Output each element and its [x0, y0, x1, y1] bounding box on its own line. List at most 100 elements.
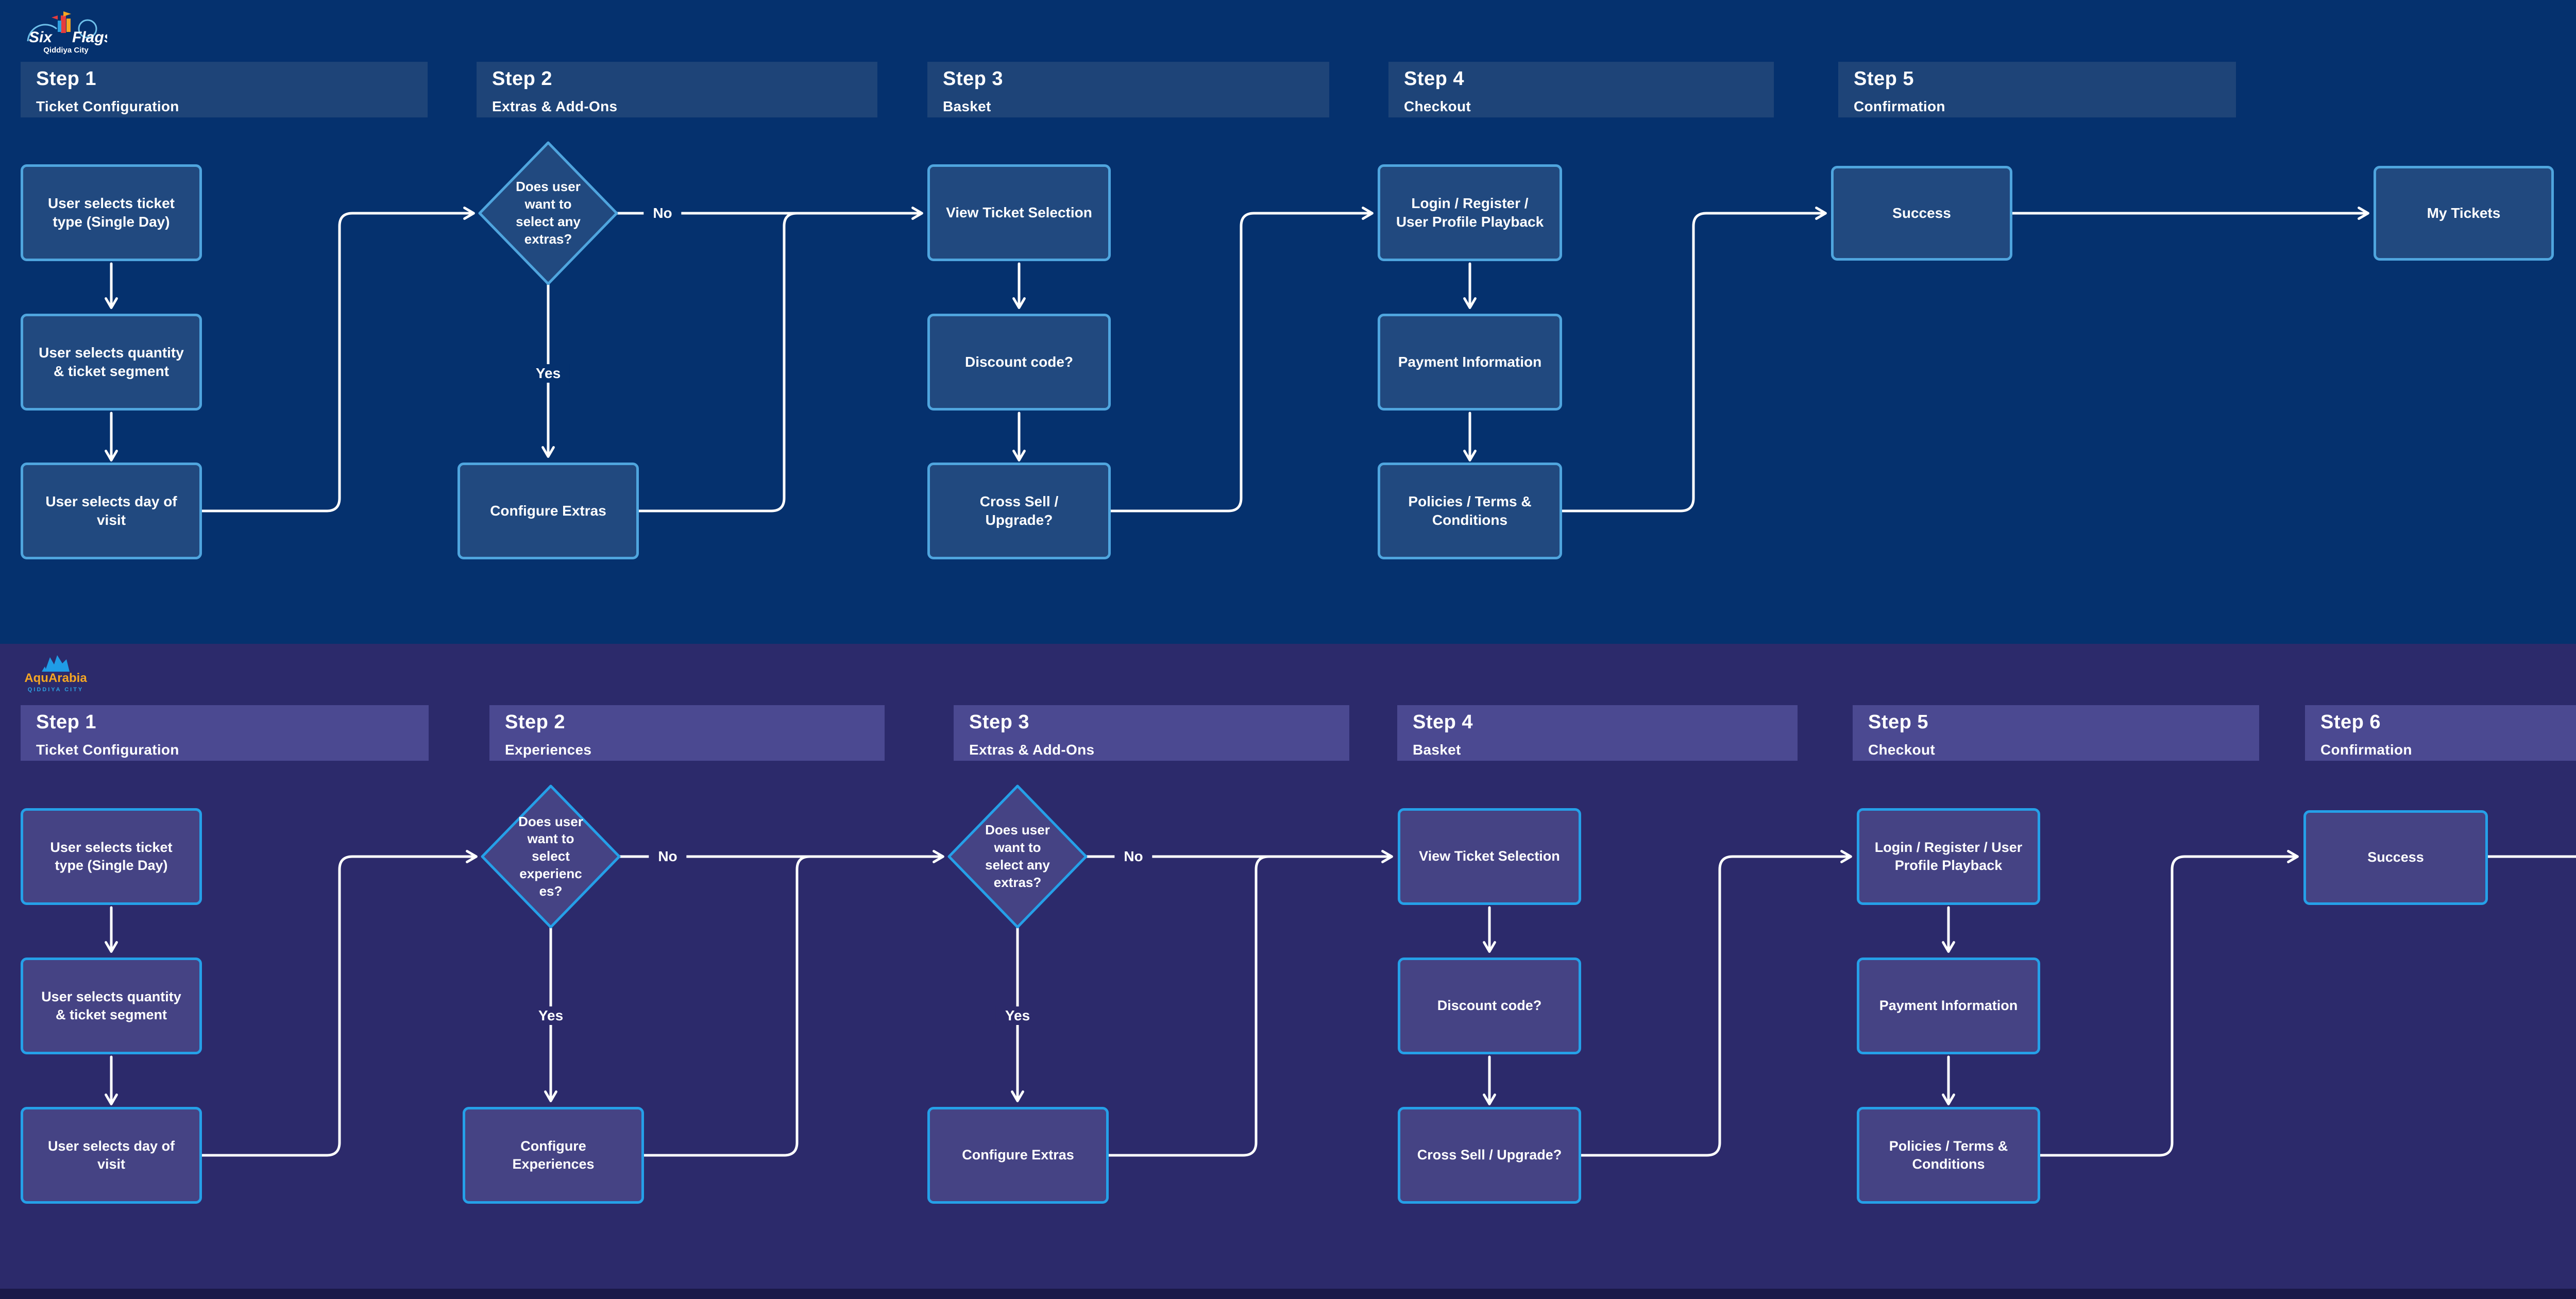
sf-node-configure-extras: Configure Extras — [457, 463, 639, 559]
node-label: Discount code? — [964, 353, 1073, 370]
aq-step5-header: Step 5 Checkout — [1853, 705, 2259, 761]
step-subtitle: Experiences — [505, 742, 592, 758]
step-title: Step 3 — [969, 711, 1030, 733]
step-title: Step 1 — [36, 711, 97, 733]
sf-step5-header: Step 5 Confirmation — [1838, 62, 2236, 117]
node-label: View Ticket Selection — [946, 204, 1092, 220]
brand-subtitle-text: QIDDIYA CITY — [28, 687, 84, 693]
aq-node-discount-code: Discount code? — [1398, 958, 1581, 1054]
sf-extras-decision-label: Does user want to select any extras? — [516, 179, 581, 247]
step-title: Step 4 — [1404, 68, 1465, 90]
step-title: Step 3 — [943, 68, 1004, 90]
step-subtitle: Checkout — [1404, 98, 1471, 114]
aq-node-cross-sell: Cross Sell / Upgrade? — [1398, 1107, 1581, 1204]
aq-no-label-experiences: No — [649, 847, 687, 866]
brand-name-text: AquArabia — [24, 671, 87, 685]
aq-step2-header: Step 2 Experiences — [489, 705, 885, 761]
aq-step6-header: Step 6 Confirmation — [2305, 705, 2576, 761]
node-label: Configure Extras — [490, 502, 606, 519]
node-label: Cross Sell / Upgrade? — [1417, 1147, 1562, 1163]
aq-node-quantity: User selects quantity & ticket segment — [21, 958, 202, 1054]
step-title: Step 5 — [1868, 711, 1929, 733]
sf-node-payment: Payment Information — [1378, 314, 1562, 411]
aq-node-configure-extras: Configure Extras — [927, 1107, 1109, 1204]
step-title: Step 2 — [505, 711, 566, 733]
aq-node-payment: Payment Information — [1857, 958, 2040, 1054]
node-label: View Ticket Selection — [1419, 848, 1560, 864]
node-label: Success — [1892, 204, 1951, 221]
step-subtitle: Confirmation — [2320, 742, 2412, 758]
node-label: User selects quantity & ticket segment — [39, 344, 184, 379]
sf-node-success: Success — [1831, 166, 2012, 261]
node-label: User selects ticket type (Single Day) — [50, 839, 173, 873]
aq-no-label-extras: No — [1114, 847, 1153, 866]
node-label: Discount code? — [1437, 998, 1542, 1014]
node-label: Payment Information — [1879, 998, 2018, 1014]
brand-subtitle-text: Qiddiya City — [43, 46, 89, 55]
brand-six-text: Six — [29, 29, 53, 46]
sf-no-label: No — [643, 204, 682, 223]
step-subtitle: Ticket Configuration — [36, 98, 179, 114]
aq-extras-decision-label: Does user want to select any extras? — [985, 822, 1050, 890]
node-label: Policies / Terms & Conditions — [1889, 1138, 2008, 1172]
node-label: Login / Register / User Profile Playback — [1874, 839, 2023, 873]
node-label: Success — [2367, 849, 2424, 865]
sf-node-day-of-visit: User selects day of visit — [21, 463, 202, 559]
sf-node-my-tickets: My Tickets — [2374, 166, 2554, 261]
sf-node-cross-sell: Cross Sell / Upgrade? — [927, 463, 1111, 559]
node-label: User selects day of visit — [47, 1138, 175, 1172]
step-title: Step 5 — [1854, 68, 1914, 90]
sf-node-policies: Policies / Terms & Conditions — [1378, 463, 1562, 559]
sf-node-ticket-type: User selects ticket type (Single Day) — [21, 164, 202, 261]
sf-node-view-ticket-selection: View Ticket Selection — [927, 164, 1111, 261]
aq-node-policies: Policies / Terms & Conditions — [1857, 1107, 2040, 1204]
node-label: Login / Register / User Profile Playback — [1396, 195, 1544, 230]
aq-step1-header: Step 1 Ticket Configuration — [21, 705, 429, 761]
aquarabia-logo: AquArabia QIDDIYA CITY — [23, 653, 90, 697]
aq-node-view-ticket-selection: View Ticket Selection — [1398, 808, 1581, 905]
step-title: Step 6 — [2320, 711, 2381, 733]
node-label: Payment Information — [1398, 353, 1542, 370]
node-label: User selects quantity & ticket segment — [41, 988, 181, 1022]
brand-flags-text: Flags — [72, 29, 107, 46]
aq-yes-label-experiences: Yes — [529, 1006, 573, 1025]
step-title: Step 2 — [492, 68, 553, 90]
node-label: My Tickets — [2427, 204, 2501, 221]
node-label: Policies / Terms & Conditions — [1408, 493, 1532, 528]
step-subtitle: Ticket Configuration — [36, 742, 179, 758]
sf-step3-header: Step 3 Basket — [927, 62, 1329, 117]
node-label: Configure Extras — [962, 1147, 1074, 1163]
node-label: User selects day of visit — [45, 493, 177, 528]
step-subtitle: Checkout — [1868, 742, 1935, 758]
sf-yes-label: Yes — [526, 364, 570, 383]
node-label: Cross Sell / Upgrade? — [979, 493, 1059, 528]
step-subtitle: Basket — [1413, 742, 1461, 758]
aq-node-login: Login / Register / User Profile Playback — [1857, 808, 2040, 905]
sf-node-discount-code: Discount code? — [927, 314, 1111, 411]
sf-node-login: Login / Register / User Profile Playback — [1378, 164, 1562, 261]
aq-node-ticket-type: User selects ticket type (Single Day) — [21, 808, 202, 905]
step-subtitle: Extras & Add-Ons — [492, 98, 618, 114]
sf-step2-header: Step 2 Extras & Add-Ons — [477, 62, 877, 117]
step-subtitle: Extras & Add-Ons — [969, 742, 1095, 758]
aq-node-day-of-visit: User selects day of visit — [21, 1107, 202, 1204]
aq-node-configure-experiences: Configure Experiences — [463, 1107, 644, 1204]
aq-experiences-decision-label: Does user want to select experienc es? — [518, 813, 583, 899]
step-title: Step 4 — [1413, 711, 1473, 733]
sf-step4-header: Step 4 Checkout — [1388, 62, 1774, 117]
node-label: User selects ticket type (Single Day) — [48, 195, 175, 230]
aq-step3-header: Step 3 Extras & Add-Ons — [954, 705, 1349, 761]
step-subtitle: Confirmation — [1854, 98, 1945, 114]
aq-node-success: Success — [2303, 810, 2488, 905]
aq-step4-header: Step 4 Basket — [1397, 705, 1798, 761]
sf-step1-header: Step 1 Ticket Configuration — [21, 62, 428, 117]
bottom-edge-strip — [0, 1289, 2576, 1299]
flags-icon — [52, 11, 71, 33]
six-flags-logo: Six Flags Qiddiya City — [25, 9, 112, 58]
sf-node-quantity: User selects quantity & ticket segment — [21, 314, 202, 411]
step-subtitle: Basket — [943, 98, 991, 114]
aq-yes-label-extras: Yes — [995, 1006, 1040, 1025]
step-title: Step 1 — [36, 68, 97, 90]
node-label: Configure Experiences — [512, 1138, 595, 1172]
water-splash-icon — [42, 655, 70, 672]
